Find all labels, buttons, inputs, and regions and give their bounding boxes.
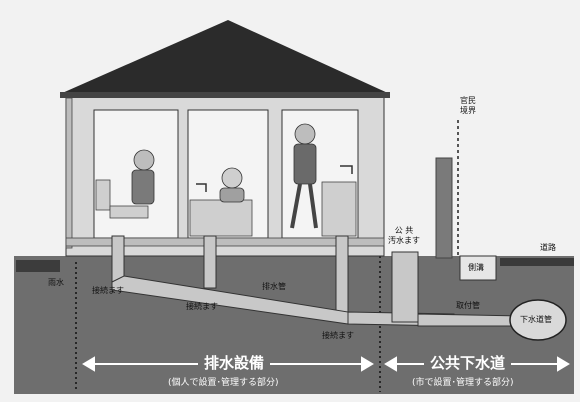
- person-boy-body: [293, 143, 317, 185]
- label-boundary: 官民 境界: [460, 96, 476, 115]
- private-section-subtitle: (個人で設置･管理する部分): [168, 378, 279, 388]
- label-connecting-inlet-2: 接続ます: [186, 302, 218, 311]
- label-connection-pipe: 取付管: [456, 301, 480, 310]
- person-child: [133, 149, 155, 171]
- drop-pipe-3: [335, 235, 349, 317]
- public-arrow-right: [557, 356, 570, 372]
- person-child-body: [131, 169, 155, 205]
- drop-pipe-1: [111, 235, 125, 283]
- drain-pipes: [111, 235, 521, 327]
- kitchen-faucet: [196, 183, 207, 192]
- public-section-subtitle: (市で設置･管理する部分): [412, 378, 514, 388]
- label-side-ditch: 側溝: [468, 263, 484, 272]
- person-boy: [294, 123, 316, 145]
- label-connecting-inlet-1: 接続ます: [92, 286, 124, 295]
- person-elder-body: [219, 187, 245, 203]
- road-surface: [500, 258, 574, 266]
- private-arrow-left: [82, 356, 95, 372]
- person-boy-legs: [290, 183, 318, 229]
- label-rainwater: 雨水: [48, 278, 64, 287]
- private-section-title: 排水設備: [198, 356, 271, 371]
- house-roof: [60, 20, 390, 94]
- public-arrow-left: [384, 356, 397, 372]
- boundary-post: [435, 157, 453, 259]
- connection-pipe-shape: [417, 313, 521, 327]
- public-inlet-shaft: [391, 251, 419, 323]
- side-ditch-channel: [459, 255, 497, 281]
- roof-eave: [60, 92, 390, 98]
- downspout: [65, 97, 73, 249]
- label-sewer-main: 下水道管: [520, 315, 552, 324]
- bath-faucet: [340, 165, 353, 174]
- label-public-sewage-inlet: 公 共 汚水ます: [388, 226, 420, 245]
- drop-pipe-2: [203, 235, 217, 289]
- toilet-tank: [95, 179, 111, 211]
- label-drain-pipe: 排水管: [262, 282, 286, 291]
- rain-inlet: [16, 260, 60, 272]
- sewer-main-pipe: [509, 299, 567, 341]
- public-section-title: 公共下水道: [424, 356, 512, 371]
- label-road: 道路: [540, 243, 556, 252]
- private-arrow-right: [361, 356, 374, 372]
- person-elder: [221, 167, 243, 189]
- floor-slab: [65, 237, 385, 247]
- label-connecting-inlet-3: 接続ます: [322, 331, 354, 340]
- kitchen-counter: [189, 199, 253, 237]
- bath-counter: [321, 181, 357, 237]
- toilet-bowl: [109, 205, 149, 219]
